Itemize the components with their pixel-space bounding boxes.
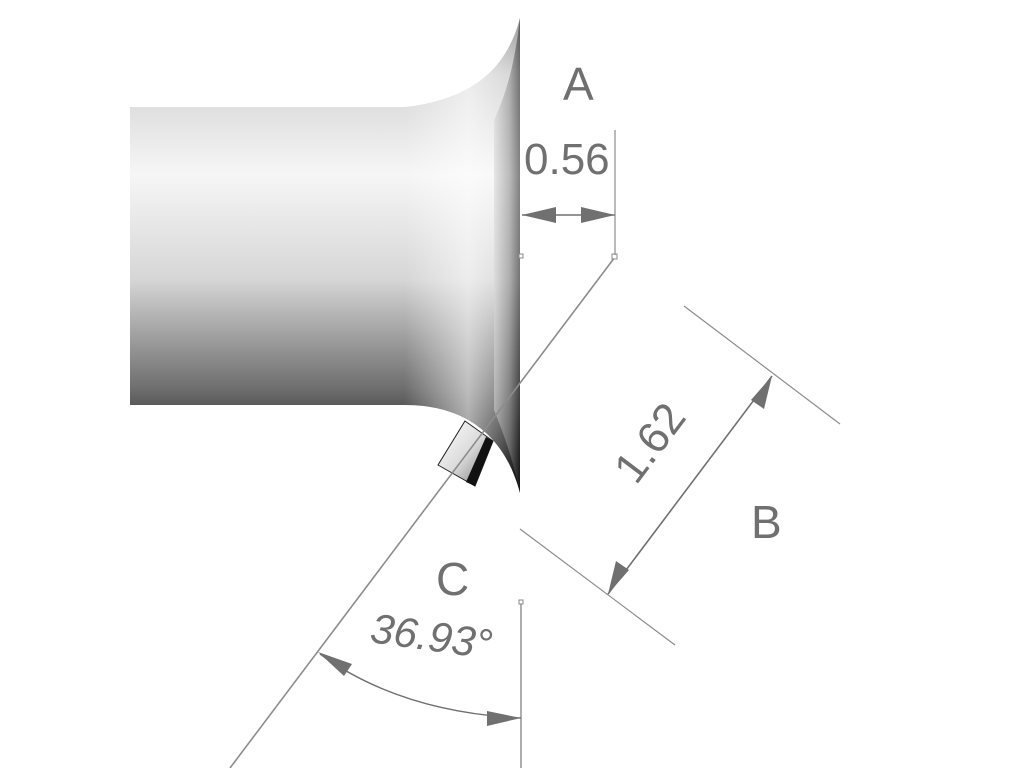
label-b: B: [751, 496, 782, 548]
dimension-a-value: 0.56: [524, 135, 610, 184]
dimension-a[interactable]: 0.56: [522, 130, 616, 255]
label-c: C: [436, 553, 469, 605]
label-a: A: [563, 58, 594, 110]
dimension-c-arrow-left: [318, 652, 352, 676]
dimension-c[interactable]: 36.93°: [318, 599, 524, 768]
dimension-b-value: 1.62: [605, 394, 696, 492]
face-endpoint-marker: [518, 253, 524, 259]
dimension-c-arrow-right: [487, 711, 521, 726]
dimension-b-arrow-bottom: [608, 561, 629, 594]
dimension-b-arrow-top: [751, 376, 772, 409]
dimension-b-extension-line-top: [683, 305, 841, 425]
dimension-b[interactable]: 1.62: [519, 305, 841, 646]
flare-highlight: [405, 18, 520, 493]
pin-cylinder-shadow: [466, 437, 493, 486]
dimension-b-extension-line-bottom: [519, 528, 676, 646]
dimension-a-arrow-left: [522, 207, 556, 223]
flare-rim-shade: [494, 18, 520, 493]
diagonal-reference-line: [229, 256, 616, 768]
part-body: [130, 18, 520, 493]
dimension-b-line: [607, 375, 773, 595]
dimension-c-value: 36.93°: [368, 604, 495, 668]
angle-endpoint-marker: [518, 599, 524, 605]
dimension-a-arrow-right: [581, 207, 615, 223]
